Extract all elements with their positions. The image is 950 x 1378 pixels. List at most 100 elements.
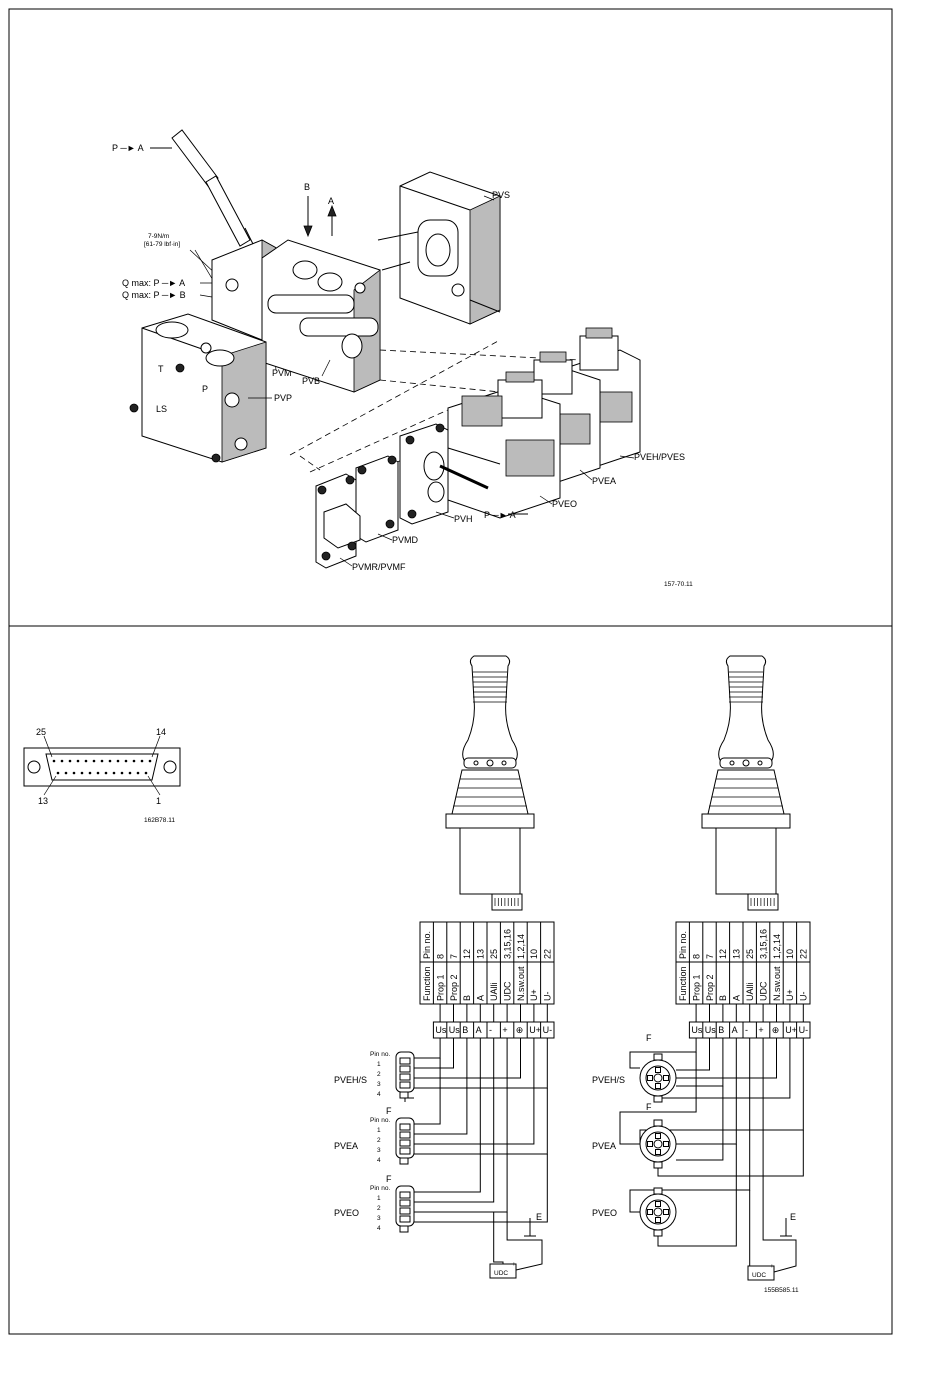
table-pin-cell: 10 [529,949,539,959]
table-pin-cell: 8 [691,954,701,959]
table-pin-cell: 8 [435,954,445,959]
terminal-label: U- [543,1025,553,1035]
wire [414,1038,454,1069]
table-function-cell: U- [799,992,809,1002]
right-label-earth: E [790,1212,796,1222]
plug-pin [399,1207,411,1215]
pvb-block [261,239,381,393]
table-pin-cell: 25 [489,949,499,959]
dsub-pin [104,771,108,775]
wire [629,1038,751,1213]
table-pin-cell: 12 [462,949,472,959]
wire [414,1038,481,1193]
pveh-s-plug-left [395,1051,415,1099]
left-pin-no-2: Pin no. [370,1117,390,1124]
round-plug-pin [647,1075,653,1081]
dsub-pins [52,759,152,775]
right-udc-supply: UDC + [747,1263,775,1281]
table-function-cell: UAlli [745,982,755,1001]
round-plug-center [653,1073,663,1083]
plug-pin [399,1065,411,1073]
plug-pin [399,1139,411,1147]
plug-pin [399,1123,411,1131]
table-pin-cell: 22 [543,949,553,959]
wire [676,1038,724,1087]
label-torque: 7-9N/m [148,233,169,240]
left-label-earth: E [536,1212,542,1222]
dsub-pin [84,759,88,763]
table-pin-cell: 13 [732,949,742,959]
table-function-cell: UDC [502,981,512,1001]
table-header-pin: Pin no. [678,931,688,959]
label-pvm: PVM [272,368,292,378]
label-pvp: PVP [274,393,292,403]
round-plug-key [653,1119,663,1127]
table-pin-cell: 7 [705,954,715,959]
wire [414,1058,441,1125]
label-ls-port: LS [156,404,167,414]
round-plug-pin [663,1209,669,1215]
terminal-label: + [502,1025,507,1035]
joystick-grip [462,655,518,761]
wire [414,1038,495,1203]
plug-pin [399,1073,411,1081]
round-plug-key [653,1161,663,1169]
bottom-panel-frame [8,625,893,1335]
plug-pin [399,1057,411,1065]
label-pvh: PVH [454,514,473,524]
wire [414,1038,508,1213]
dsub-pin [76,759,80,763]
left-pin-number: 4 [377,1225,381,1232]
terminal-label: + [758,1025,763,1035]
label-pvmd: PVMD [392,535,419,545]
left-pin-number: 4 [377,1091,381,1098]
round-plug-pin [655,1133,661,1139]
plug-latch [399,1157,409,1165]
left-pin-number: 4 [377,1157,381,1164]
dsub-pin [116,759,120,763]
collar-button [486,759,494,767]
round-plug-key [653,1095,663,1103]
joystick-bellows [451,769,529,815]
wire [657,1144,737,1247]
dsub-pin [92,759,96,763]
plug-pin [399,1131,411,1139]
label-a-port: A [328,196,334,206]
label-t-port: T [158,364,164,374]
lever [171,129,263,263]
terminal-label: Us [449,1025,460,1035]
round-plug-pin [655,1149,661,1155]
right-udc-label: UDC [752,1272,766,1279]
round-plug-pin [647,1141,653,1147]
dsub-pin [68,759,72,763]
right-connectors [639,1053,677,1237]
pveo-plug-left [395,1185,415,1233]
collar-screw [501,760,507,766]
wiring-right [619,1038,804,1273]
plug-latch [399,1225,409,1233]
round-plug-center [653,1139,663,1149]
collar-screw [473,760,479,766]
left-label-pveo: PVEO [334,1208,359,1218]
table-function-cell: N.sw.out [772,966,782,1001]
joystick-left [445,655,535,911]
connector-pin-14: 14 [156,727,166,737]
table-header-pin: Pin no. [422,931,432,959]
table-function-cell: A [476,995,486,1001]
wire [780,1218,792,1237]
dsub-pin [60,759,64,763]
round-plug-pin [655,1083,661,1089]
wire [414,1154,548,1223]
terminal-label: - [745,1025,748,1035]
table-function-cell: Prop 1 [691,974,701,1001]
dsub-pin [88,771,92,775]
dsub-pin [144,771,148,775]
left-pin-number: 1 [377,1061,381,1068]
joystick-connector [747,893,779,911]
dsub-pin [64,771,68,775]
label-p-to-a-bottom: P ─► A [484,510,516,520]
joystick-grip [718,655,774,761]
right-label-pveo: PVEO [592,1208,617,1218]
